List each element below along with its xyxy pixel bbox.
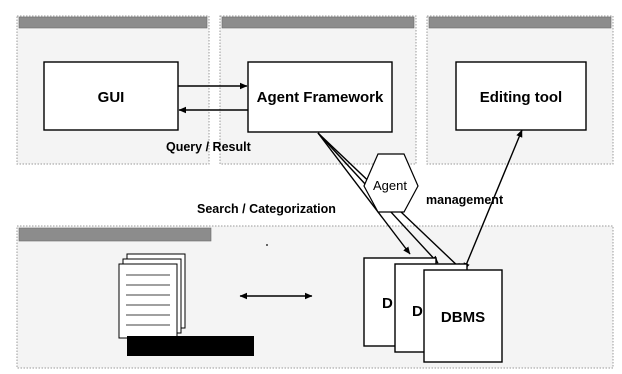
agent-label: Agent xyxy=(373,178,407,193)
agent-framework-node: Agent Framework xyxy=(247,61,393,133)
repository-panel-header xyxy=(18,227,212,242)
stray-dot xyxy=(266,244,268,246)
management-label: management xyxy=(426,193,504,207)
dbms-box-front xyxy=(423,269,503,363)
agent-hexagon xyxy=(363,153,419,213)
gui-label: GUI xyxy=(98,89,125,106)
query-result-label: Query / Result xyxy=(166,140,252,154)
agent-panel-header xyxy=(221,16,415,29)
document-caption-bar xyxy=(127,336,254,356)
editing-tool-label: Editing tool xyxy=(480,89,562,106)
author-panel-header xyxy=(428,16,612,29)
search-categorization-label: Search / Categorization xyxy=(197,202,336,216)
management-arrow xyxy=(463,129,523,271)
editing-tool-node: Editing tool xyxy=(455,61,587,131)
user-panel-header xyxy=(18,16,208,29)
repository-panel xyxy=(16,225,614,369)
agent-framework-label: Agent Framework xyxy=(257,89,384,106)
document-stack xyxy=(118,253,254,356)
dbms-back-1-label: D xyxy=(382,295,393,312)
dbms-stack: D D DBMS xyxy=(363,257,503,363)
search-arrow-1 xyxy=(317,132,411,255)
gui-node: GUI xyxy=(43,61,179,131)
dbms-front-label: DBMS xyxy=(441,309,485,326)
dbms-back-2-label: D xyxy=(412,303,423,320)
agent-node: Agent xyxy=(363,153,419,213)
